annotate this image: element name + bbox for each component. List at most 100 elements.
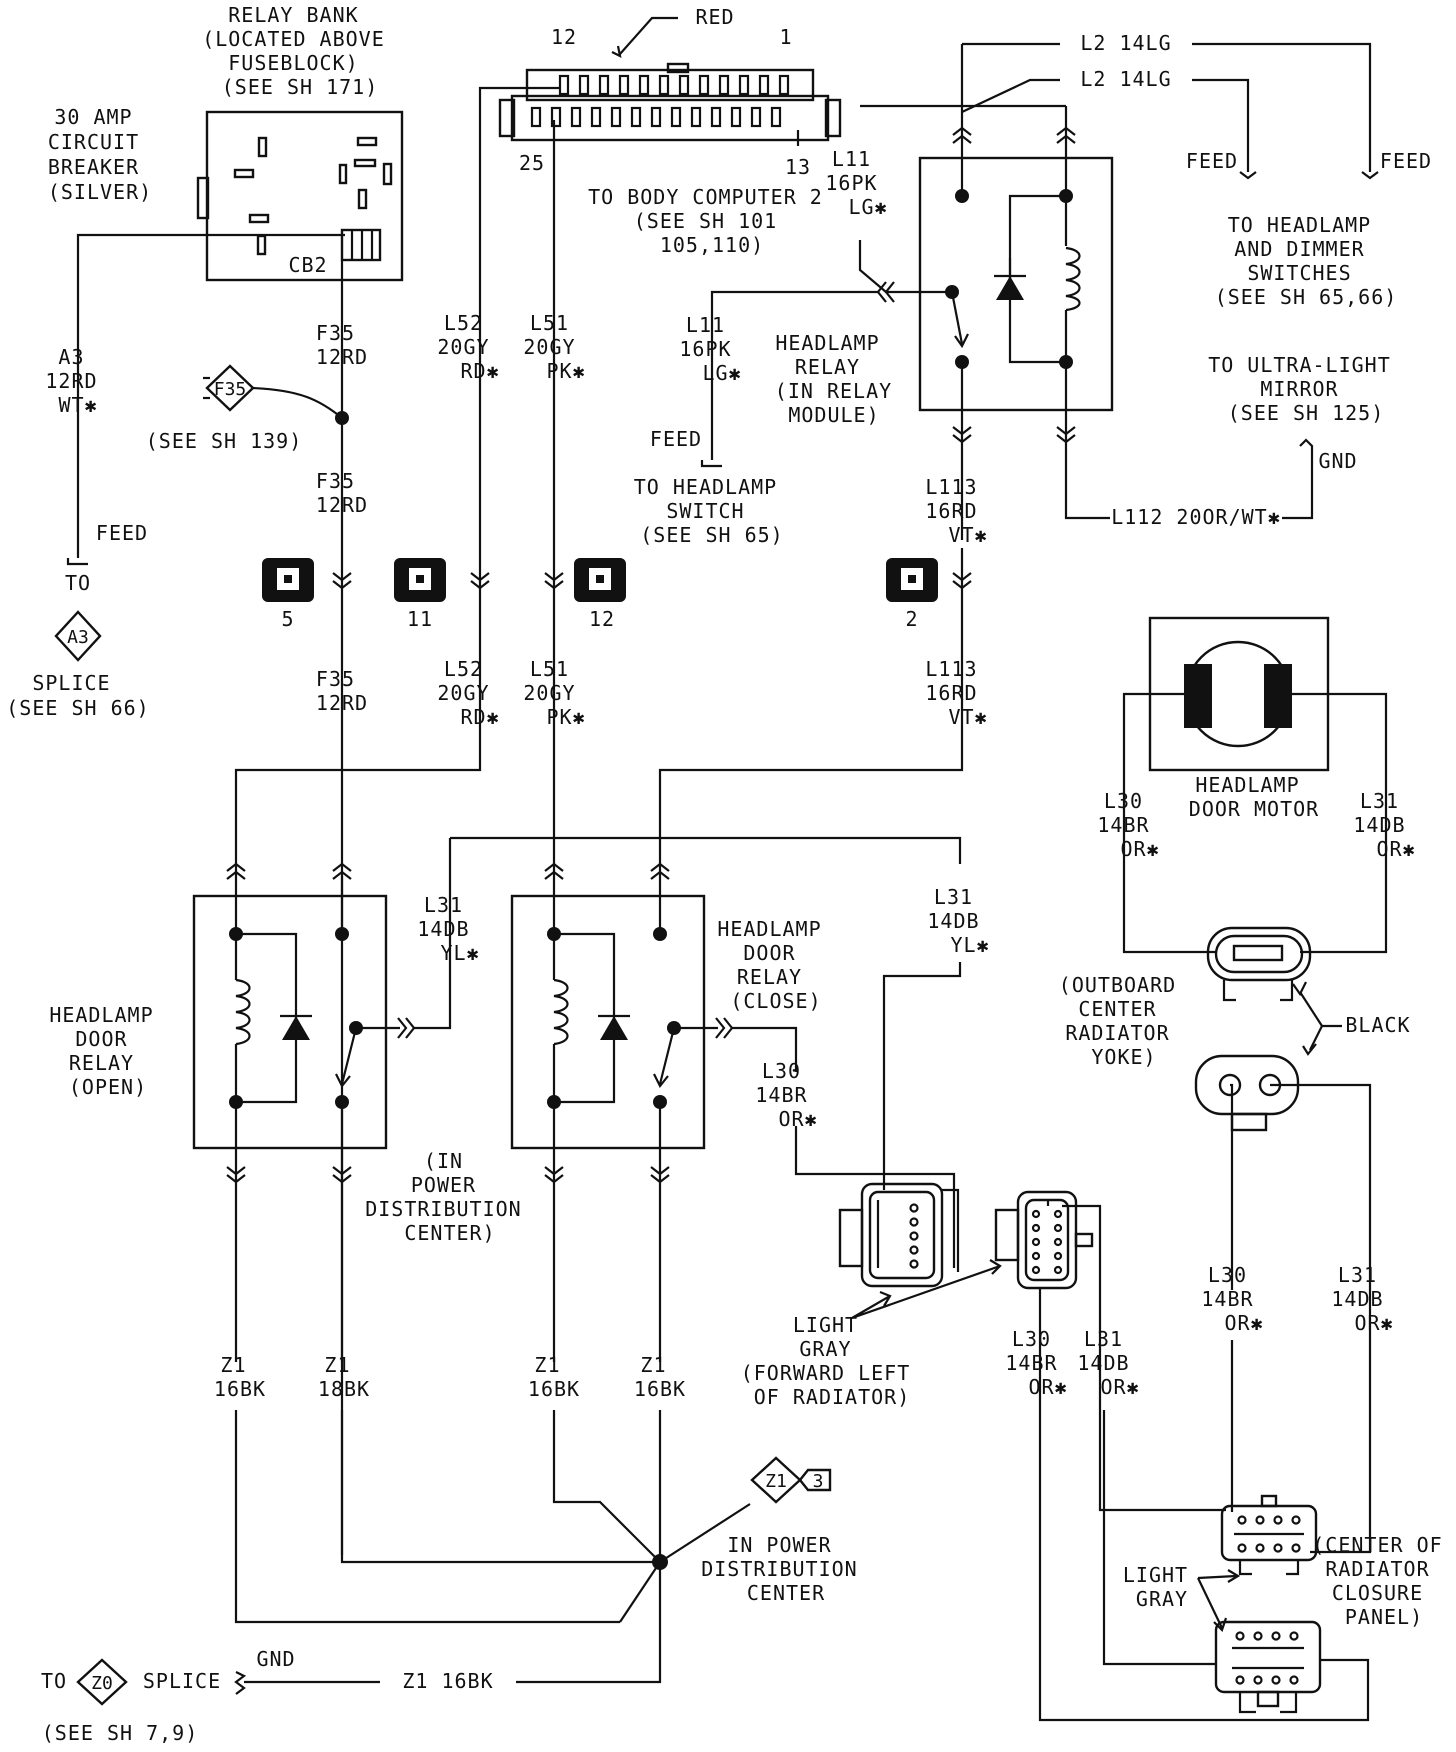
- pin-slot: [690, 106, 702, 128]
- pin-slot: [678, 74, 690, 96]
- pin-slot: [750, 106, 762, 128]
- connector-12-icon: [574, 558, 626, 602]
- pin-hole: [909, 1259, 919, 1269]
- pin-hole: [1291, 1543, 1301, 1553]
- pin-hole: [1273, 1543, 1283, 1553]
- pin-slot: [650, 106, 662, 128]
- mirror-gnd-label: GND: [1318, 449, 1357, 473]
- f35-splice-dot: [335, 411, 349, 425]
- connector-5-label: 5: [281, 607, 294, 631]
- pin-13-label: 13: [785, 155, 811, 179]
- pin-slot: [598, 74, 610, 96]
- svg-text:Z0: Z0: [91, 1673, 113, 1694]
- pin-hole: [1237, 1543, 1247, 1553]
- ground-gnd-label: GND: [256, 1647, 295, 1671]
- light-gray-right-label: LIGHT GRAY: [1123, 1563, 1201, 1611]
- light-gray-left-label: LIGHT GRAY (FORWARD LEFT OF RADIATOR): [741, 1313, 924, 1409]
- breaker-label: 30 AMP CIRCUIT BREAKER (SILVER): [48, 105, 152, 204]
- pin-hole: [1255, 1515, 1265, 1525]
- f35-label-a: F35 12RD: [316, 321, 368, 369]
- headlamp-relay-label: HEADLAMP RELAY (IN RELAY MODULE): [775, 331, 905, 427]
- svg-text:3: 3: [813, 1471, 824, 1492]
- l52-wire: [234, 86, 560, 876]
- l31-low-wire: [1102, 1410, 1216, 1666]
- pin-slot: [530, 106, 542, 128]
- center-upper-pins: [1237, 1515, 1301, 1553]
- f35-splice-link: [252, 386, 343, 419]
- pin-12-label: 12: [551, 25, 577, 49]
- a3-to-label: TO: [65, 571, 91, 595]
- pin-hole: [1031, 1223, 1041, 1233]
- center-radiator-label: (CENTER OF RADIATOR CLOSURE PANEL): [1312, 1533, 1455, 1629]
- headlamp-relay-box: [918, 156, 1114, 412]
- pin-slot: [698, 74, 710, 96]
- pin-hole: [1053, 1265, 1063, 1275]
- l31-yl-label-b: L31 14DB YL✱: [927, 885, 992, 957]
- connector-pins: [530, 74, 790, 128]
- center-connector-upper: [1220, 1494, 1318, 1576]
- l11-feed-label: FEED: [650, 427, 702, 451]
- pin-hole: [1053, 1251, 1063, 1261]
- l52-label-b: L52 20GY RD✱: [437, 657, 502, 729]
- z1-label-c: Z1 16BK: [528, 1353, 580, 1401]
- black-leader: [1299, 991, 1324, 1051]
- l30-br-label: L30 14BR OR✱: [755, 1059, 820, 1131]
- motor-connector-lower: [1194, 1054, 1300, 1132]
- connector-12-label: 12: [589, 607, 615, 631]
- dimmer-feed-label-a: FEED: [1186, 149, 1238, 173]
- ground-splice-label: SPLICE: [143, 1669, 221, 1693]
- l2-label-a: L2 14LG: [1080, 31, 1171, 55]
- pin-hole: [1031, 1265, 1041, 1275]
- pin-hole: [909, 1217, 919, 1227]
- l11-label-b: L11 16PK LG✱: [679, 313, 744, 385]
- see-sh-79-label: (SEE SH 7,9): [42, 1721, 199, 1745]
- connector-11-label: 11: [407, 607, 433, 631]
- red-arrow: [611, 45, 622, 58]
- pin-slot: [718, 74, 730, 96]
- red-leader: [619, 16, 678, 55]
- pin-slot: [610, 106, 622, 128]
- l2-wire-b: [961, 78, 1250, 172]
- yoke-l31-wire: [1270, 1083, 1372, 1554]
- pin-slot: [670, 106, 682, 128]
- pin-slot: [738, 74, 750, 96]
- l52-label-a: L52 20GY RD✱: [437, 311, 502, 383]
- f35-label-b: F35 12RD: [316, 469, 368, 517]
- open-relay-loop: [234, 932, 298, 1104]
- l31-yl-wire-a: [414, 838, 452, 1030]
- l11-wire: [710, 290, 878, 460]
- pin-slot: [570, 106, 582, 128]
- open-relay-diode-icon: [282, 1016, 310, 1040]
- l112-wire-end: [1282, 438, 1314, 520]
- pin-hole: [909, 1203, 919, 1213]
- close-relay-switch: [658, 1027, 676, 1085]
- pin-hole: [1053, 1223, 1063, 1233]
- pin-hole: [1273, 1515, 1283, 1525]
- close-relay-loop: [552, 932, 616, 1104]
- l30-low-wire: [1038, 1288, 1370, 1722]
- pin-hole: [1053, 1237, 1063, 1247]
- pin-hole: [1235, 1631, 1245, 1641]
- z1-splice-dot: [652, 1554, 668, 1570]
- a3-splice-label: SPLICE (SEE SH 66): [6, 671, 149, 720]
- yoke-l30-label: L30 14BR OR✱: [1201, 1263, 1266, 1335]
- pdc-label-2: IN POWER DISTRIBUTION CENTER: [701, 1533, 871, 1605]
- l31-yl-label-a: L31 14DB YL✱: [417, 893, 482, 965]
- ground-wire: [234, 1671, 380, 1695]
- svg-text:F35: F35: [214, 379, 247, 400]
- a3-splice-tag: A3: [54, 610, 102, 662]
- open-relay-coil-icon: [235, 978, 251, 1046]
- a3-feed-label: FEED: [96, 521, 148, 545]
- door-relay-open-label: HEADLAMP DOOR RELAY (OPEN): [49, 1003, 166, 1099]
- door-relay-open-box: [192, 894, 388, 1150]
- see-sh-139-label: (SEE SH 139): [146, 429, 303, 453]
- door-relay-close-label: HEADLAMP DOOR RELAY (CLOSE): [717, 917, 834, 1013]
- relay-coil-icon: [1065, 246, 1081, 312]
- motor-l31-label: L31 14DB OR✱: [1353, 789, 1418, 861]
- pin-hole: [1031, 1251, 1041, 1261]
- outboard-label: (OUTBOARD CENTER RADIATOR YOKE): [1059, 973, 1189, 1069]
- l31-yl-wire-b: [882, 962, 962, 1190]
- motor-l31-wire: [1292, 692, 1388, 954]
- pin-hole: [1053, 1209, 1063, 1219]
- pin-hole: [1253, 1675, 1263, 1685]
